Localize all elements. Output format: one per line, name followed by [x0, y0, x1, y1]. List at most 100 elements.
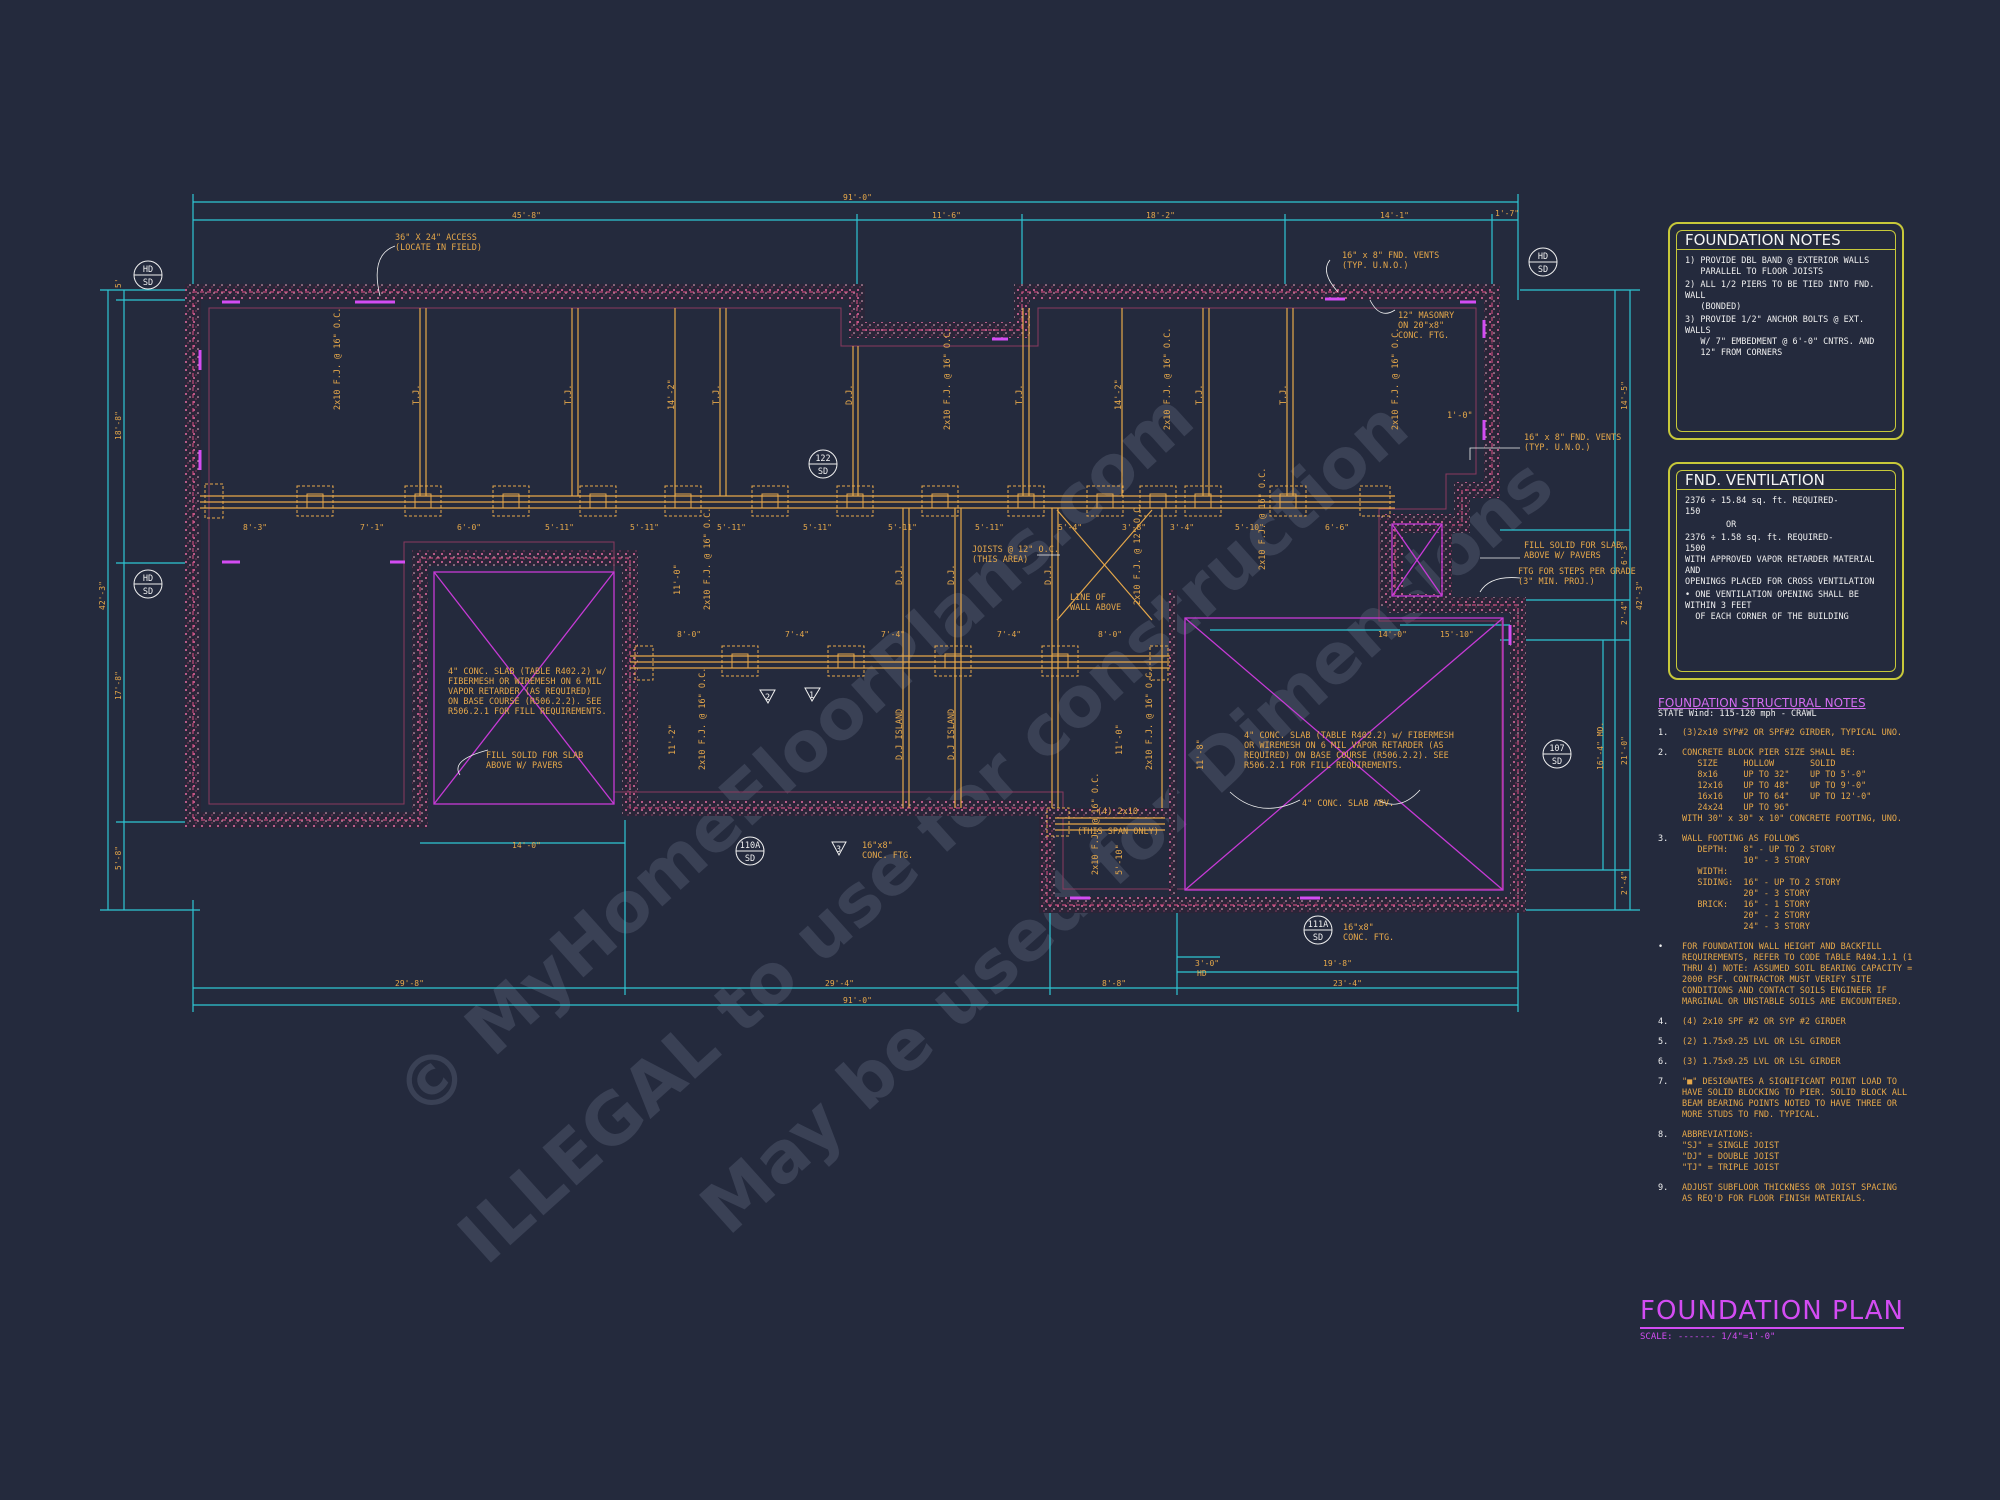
dim-right-3: 2'-4" [1620, 601, 1629, 625]
dim-left-3: 5'-8" [114, 846, 123, 870]
structural-note-row: 9.ADJUST SUBFLOOR THICKNESS OR JOIST SPA… [1658, 1183, 1928, 1205]
callout-slab-1-line: 4" CONC. SLAB (TABLE R402.2) w/ [448, 667, 607, 677]
structural-note-row: 2.CONCRETE BLOCK PIER SIZE SHALL BE: SIZ… [1658, 748, 1928, 825]
callout-slab-1-line: ON BASE COURSE (R506.2.2). SEE [448, 697, 602, 707]
callout-slab-1: 4" CONC. SLAB (TABLE R402.2) w/FIBERMESH… [448, 667, 607, 717]
callout-slab-1-line: FIBERMESH OR WIREMESH ON 6 MIL [448, 677, 602, 687]
dim-right-1: 14'-5" [1620, 381, 1629, 410]
callout-masonry-line: CONC. FTG. [1398, 331, 1449, 341]
spacing-1-7: 5'-11" [803, 523, 832, 532]
callout-vents-right-line: 16" x 8" FND. VENTS [1524, 433, 1621, 443]
dim-right-15: 15'-10" [1440, 630, 1474, 639]
callout-footing-1-line: 16"x8" [862, 841, 893, 851]
section-tag-bottom: SD [1538, 265, 1548, 275]
spacing-1-6: 5'-11" [717, 523, 746, 532]
joist-label-island-1: D.J ISLAND [895, 709, 905, 760]
note-text: CONCRETE BLOCK PIER SIZE SHALL BE: SIZE … [1682, 748, 1903, 824]
callout-slab-2-line: REQUIRED) ON BASE COURSE (R506.2.2). SEE [1244, 751, 1449, 761]
watermark-line-3: May be used for Dimensions [685, 443, 1569, 1250]
dimension-lines [100, 194, 1640, 1012]
spacing-2-5: 8'-0" [1098, 630, 1122, 639]
callout-footing-2-line: 16"x8" [1343, 923, 1374, 933]
callout-slab-2-line: R506.2.1 FOR FILL REQUIREMENTS. [1244, 761, 1403, 771]
note-number: 3. [1658, 834, 1669, 844]
pier-spacing-row-1: 8'-3" 7'-1" 6'-0" 5'-11" 5'-11" 5'-11" 5… [243, 523, 1349, 532]
dim-top-3: 18'-2" [1146, 211, 1175, 220]
joist-labels: 2x10 F.J. @ 16" O.C. T.J. T.J. 14'-2" T.… [333, 308, 1473, 875]
note-text: FOR FOUNDATION WALL HEIGHT AND BACKFILL … [1682, 942, 1913, 1007]
key-2: 2 [765, 693, 770, 703]
foundation-notes-list: 1) PROVIDE DBL BAND @ EXTERIOR WALLS PAR… [1685, 256, 1887, 359]
callout-vents-right: 16" x 8" FND. VENTS(TYP. U.N.O.) [1524, 433, 1621, 453]
dim-right-5: 21'-0" [1620, 736, 1629, 765]
callout-slab-above-line: 4" CONC. SLAB ABV. [1302, 799, 1394, 809]
piers [204, 483, 1391, 837]
key-3: 3 [836, 845, 841, 855]
foundation-walls [185, 284, 1526, 913]
callout-vents-right-line: (TYP. U.N.O.) [1524, 443, 1591, 453]
joist-label-9: 2x10 F.J. @ 16" O.C. [1145, 668, 1155, 770]
dim-bottom-3: 8'-8" [1102, 979, 1126, 988]
joist-label-tj-2: T.J. [564, 385, 574, 405]
spacing-1-1: 8'-3" [243, 523, 267, 532]
callout-access-line: 36" X 24" ACCESS [395, 233, 477, 243]
dim-right-4: 16'-4" MO. [1596, 722, 1605, 770]
joist-label-tj-6: T.J. [1279, 385, 1289, 405]
note-number: 9. [1658, 1183, 1669, 1193]
joist-label-tj-4: T.J. [1015, 385, 1025, 405]
section-tag-bottom: SD [818, 467, 828, 477]
callout-slab-1-line: R506.2.1 FOR FILL REQUIREMENTS. [448, 707, 607, 717]
callouts [376, 245, 1521, 809]
fnd-ventilation-item-4: • ONE VENTILATION OPENING SHALL BE WITHI… [1685, 590, 1859, 622]
dim-top-4: 14'-1" [1380, 211, 1409, 220]
section-tag-top: HD [1538, 252, 1548, 262]
section-tag-top: 111A [1308, 920, 1328, 930]
dim-bottom-2: 29'-4" [825, 979, 854, 988]
dim-left-1: 18'-8" [114, 411, 123, 440]
key-1: 1 [809, 691, 814, 701]
joist-label-tj-3: T.J. [712, 385, 722, 405]
callout-ftg-steps-line: (3" MIN. PROJ.) [1518, 577, 1595, 587]
fnd-ventilation-panel: FND. VENTILATION 2376 ÷ 15.84 sq. ft. RE… [1668, 462, 1904, 680]
callout-slab-2-line: 4" CONC. SLAB (TABLE R402.2) w/ FIBERMES… [1244, 731, 1454, 741]
joist-label-1: 2x10 F.J. @ 16" O.C. [333, 308, 343, 410]
section-tag-top: 122 [815, 454, 830, 464]
dim-top-5: 1'-7" [1495, 209, 1519, 218]
joist-label-5: 2x10 F.J. @ 16" O.C. [703, 508, 713, 610]
spacing-1-9: 5'-11" [975, 523, 1004, 532]
foundation-note-3: 3) PROVIDE 1/2" ANCHOR BOLTS @ EXT. WALL… [1685, 315, 1875, 358]
girders [200, 495, 1395, 831]
callout-footing-2-line: CONC. FTG. [1343, 933, 1394, 943]
note-text: (3)2x10 SYP#2 OR SPF#2 GIRDER, TYPICAL U… [1682, 728, 1903, 738]
callout-slab-2-line: OR WIREMESH ON 6 MIL VAPOR RETARDER (AS [1244, 741, 1444, 751]
dim-bottom-6: 19'-8" [1323, 959, 1352, 968]
note-number: 4. [1658, 1017, 1669, 1027]
joist-dim-510: 5'-10" [1115, 844, 1125, 875]
callout-fill-slab-line: ABOVE W/ PAVERS [1524, 551, 1601, 561]
dim-bottom-7: 14'-0" [512, 841, 541, 850]
structural-note-row: 4. (4) 2x10 SPF #2 OR SYP #2 GIRDER [1658, 1017, 1928, 1028]
dim-right-14: 14'-0" [1378, 630, 1407, 639]
dim-left-overall: 42'-3" [98, 581, 107, 610]
joist-label-7: 2x10 F.J. @ 16" O.C. [1258, 468, 1268, 570]
dimension-labels: 91'-0" 45'-8" 11'-6" 18'-2" 14'-1" 1'-7"… [98, 193, 1644, 1005]
callout-footing-2: 16"x8"CONC. FTG. [1343, 923, 1394, 943]
joist-label-dj-4: D.J. [1044, 565, 1054, 585]
spacing-1-4: 5'-11" [545, 523, 574, 532]
note-number: 8. [1658, 1130, 1669, 1140]
dim-top-1: 45'-8" [512, 211, 541, 220]
plan-title: FOUNDATION PLAN [1640, 1296, 1904, 1329]
structural-note-row: 7."■" DESIGNATES A SIGNIFICANT POINT LOA… [1658, 1077, 1928, 1121]
note-text: (4) 2x10 SPF #2 OR SYP #2 GIRDER [1682, 1017, 1846, 1027]
callout-wall-above-line: LINE OF [1070, 593, 1106, 603]
spacing-1-2: 7'-1" [360, 523, 384, 532]
dim-bottom-8: HD [1197, 969, 1207, 978]
